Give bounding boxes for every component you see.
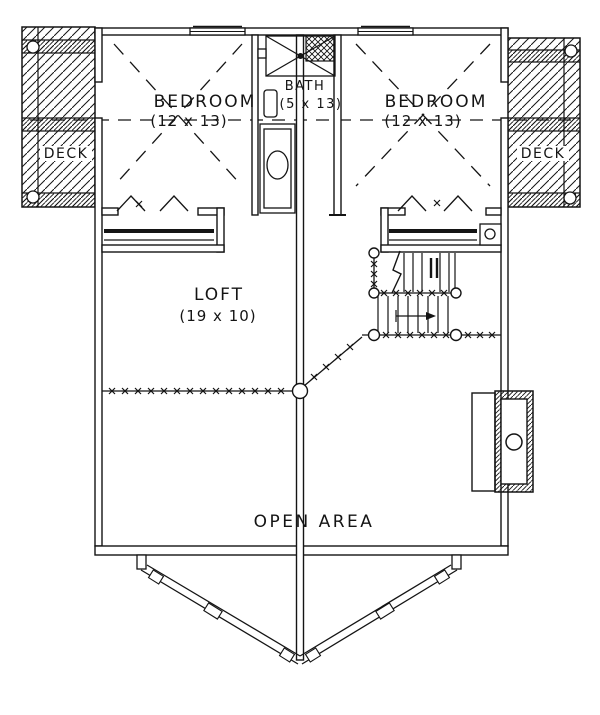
deck-post xyxy=(26,190,40,204)
chase-crosshatch xyxy=(305,35,335,62)
bedroom-left-region: BEDROOM (12 x 13) xyxy=(150,92,257,130)
deck-right-label: DECK xyxy=(521,146,566,162)
bath-label: BATH xyxy=(285,79,326,94)
deck-left-region: DECK xyxy=(21,26,96,208)
window-mullions xyxy=(147,569,451,663)
deck-post xyxy=(564,44,578,58)
window-top-left xyxy=(189,25,246,36)
loft-dimensions: (19 x 10) xyxy=(179,307,256,325)
bath-dimensions: (5 x 13) xyxy=(280,97,343,112)
deck-left-label: DECK xyxy=(44,146,89,162)
loft-label: LOFT xyxy=(194,285,244,305)
toilet xyxy=(263,89,278,118)
loft-region: LOFT (19 x 10) xyxy=(179,285,256,325)
bedroom-right-ceiling-lines xyxy=(355,43,491,187)
open-area-region: OPEN AREA xyxy=(254,512,375,532)
open-area-label: OPEN AREA xyxy=(254,512,375,532)
stair-break-line xyxy=(391,250,402,294)
fireplace xyxy=(471,390,534,493)
bath-walls xyxy=(251,34,346,216)
closet-door-marks xyxy=(397,195,473,212)
bedroom-left-dimensions: (12 x 13) xyxy=(150,112,227,130)
bedroom-right-dimensions: (12 x 13) xyxy=(384,112,461,130)
center-bearing-wall xyxy=(295,34,305,661)
vanity-sink xyxy=(259,123,296,214)
bedroom-right-region: BEDROOM (12 x 13) xyxy=(384,92,488,130)
bath-region xyxy=(257,35,336,214)
flue xyxy=(505,433,523,451)
prow-window-wall xyxy=(136,554,462,665)
window-top-right xyxy=(357,25,414,36)
stair-direction-arrow xyxy=(395,310,436,322)
closet-door-marks xyxy=(116,195,189,212)
newel-posts xyxy=(291,247,463,400)
bath-labels: BATH (5 x 13) xyxy=(280,79,343,112)
deck-post xyxy=(563,191,577,205)
bedroom-left-ceiling-lines xyxy=(113,43,243,187)
fixture-box xyxy=(479,223,502,246)
bedroom-right-label: BEDROOM xyxy=(385,92,488,112)
stairs xyxy=(377,250,456,333)
deck-right-region: DECK xyxy=(507,37,581,208)
bedroom-left-label: BEDROOM xyxy=(154,92,257,112)
closet-left xyxy=(101,195,225,253)
deck-post xyxy=(26,40,40,54)
closet-right xyxy=(380,195,502,253)
